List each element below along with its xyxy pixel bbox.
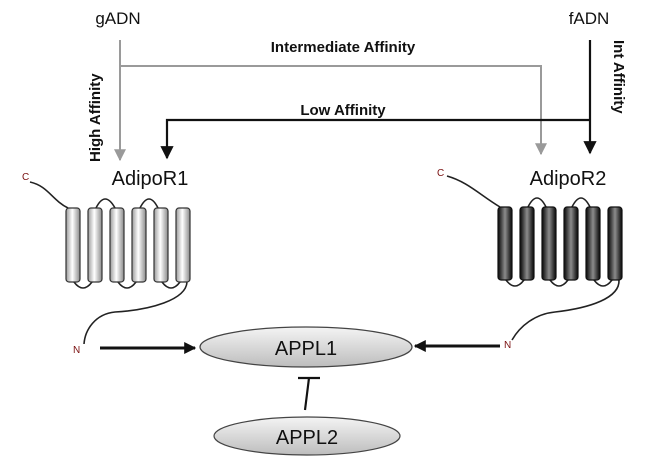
adipor2-c-label: C [437,168,444,179]
adipor2-n-terminus [511,279,620,341]
high-affinity-label: High Affinity [87,73,104,162]
adipor1-label: AdipoR1 [112,168,189,190]
adipor2-helix-3 [541,206,557,281]
appl2-label: APPL2 [276,427,338,449]
adipor2-n-label: N [504,340,511,351]
int-affinity-label: Int Affinity [610,40,627,114]
adipor2-helix-6 [607,206,623,281]
appl1-label: APPL1 [275,338,337,360]
adipor1-n-label: N [73,345,80,356]
adipor1-c-label: C [22,172,29,183]
adipor1-helix-1 [65,207,81,283]
appl1-ellipse [199,326,413,368]
adipor2-helix-5 [585,206,601,281]
adipor1-helix-2 [87,207,103,283]
adipor1-receptor [29,181,191,345]
low-affinity-label: Low Affinity [300,102,386,119]
adipor2-label: AdipoR2 [530,168,607,190]
adipor1-c-terminus [29,181,69,209]
adipor1-helix-3 [109,207,125,283]
gadn-label: gADN [95,9,140,28]
adipor1-helices [65,207,191,283]
adipor2-loops [505,197,613,287]
intermediate-affinity-label: Intermediate Affinity [271,39,416,56]
adipor2-helix-2 [519,206,535,281]
adipor2-helix-1 [497,206,513,281]
adipor1-helix-6 [175,207,191,283]
adipor1-helix-5 [153,207,169,283]
intermediate-affinity-arrow [119,40,547,156]
adipor1-loops [73,198,181,289]
appl2-ellipse [213,416,401,456]
inhibition-symbol [298,376,320,411]
adipor1-n-terminus [83,281,188,345]
adipor2-c-terminus [446,175,501,208]
adipor2-helix-4 [563,206,579,281]
adipor2-helices [497,206,623,281]
adipor1-helix-4 [131,207,147,283]
low-affinity-arrow [160,118,590,160]
fadn-label: fADN [569,9,610,28]
adipor2-receptor [446,175,623,341]
